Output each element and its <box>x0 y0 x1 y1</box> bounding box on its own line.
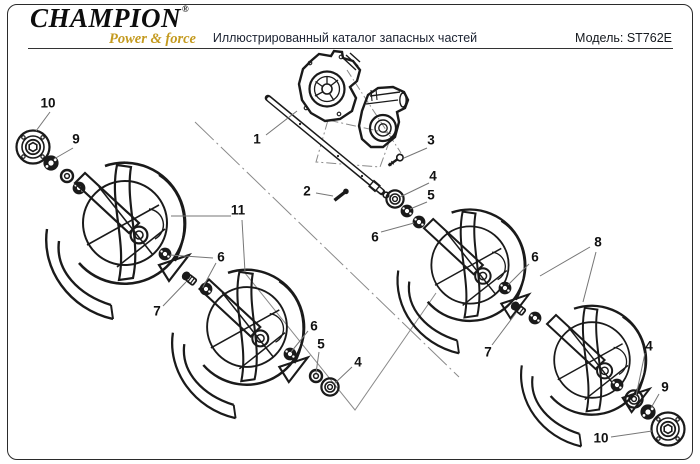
auger-right-inner <box>396 208 531 355</box>
nut <box>412 215 426 229</box>
leader-line <box>202 262 217 288</box>
callout-number: 5 <box>427 188 435 203</box>
drive-shaft <box>264 94 390 199</box>
leader-line <box>162 281 187 307</box>
bearing-flange-left <box>15 129 51 165</box>
washer <box>59 168 75 184</box>
leader-line <box>409 201 428 210</box>
leader-line <box>635 352 646 397</box>
page-border <box>7 4 693 460</box>
nut <box>528 311 542 325</box>
page-title: Иллюстрированный каталог запасных частей <box>212 31 478 45</box>
callout-number: 2 <box>303 184 311 199</box>
callout-number: 6 <box>217 250 225 265</box>
nut <box>610 378 624 392</box>
leader-line <box>53 147 74 160</box>
nut <box>199 282 213 296</box>
nut <box>283 347 297 361</box>
leader-line <box>290 330 309 353</box>
auger-left-outer <box>44 161 191 321</box>
brand-tagline: Power & force <box>109 31 196 47</box>
gearbox-half-left <box>297 49 362 123</box>
callout-number: 6 <box>531 250 539 265</box>
bearing-right <box>639 403 657 421</box>
flat-washer <box>385 189 405 209</box>
callout-number: 9 <box>72 132 80 147</box>
leader-line <box>315 192 334 197</box>
callout-number: 7 <box>153 304 161 319</box>
auger-left-inner <box>170 268 310 420</box>
nut <box>400 204 414 218</box>
gearbox-half-right <box>357 85 410 149</box>
model-label: Модель: ST762E <box>575 31 672 45</box>
callout-number: 4 <box>645 339 653 354</box>
leader-line <box>399 182 430 198</box>
champion-logo: CHAMPION® Power & force <box>30 5 200 47</box>
callout-number: 4 <box>429 169 437 184</box>
gearbox-housing <box>297 49 410 149</box>
callout-number: 7 <box>484 345 492 360</box>
auger-right-outer <box>519 304 651 448</box>
leader-line <box>491 312 517 346</box>
callout-number: 4 <box>354 355 362 370</box>
callout-number: 6 <box>371 230 379 245</box>
leader-line <box>333 366 353 385</box>
leader-line <box>380 222 415 233</box>
callout-number: 3 <box>427 133 435 148</box>
leader-line <box>169 254 214 259</box>
leader-line <box>539 246 591 277</box>
leader-line <box>315 351 320 374</box>
callout-number: 6 <box>310 319 318 334</box>
callout-layer: 10 9 1 2 3 4 5 6 11 6 7 6 5 4 8 6 7 4 9 10 <box>35 96 669 446</box>
leader-line <box>650 393 660 409</box>
leader-line <box>403 147 428 159</box>
shear-screw <box>331 185 352 205</box>
callout-number: 8 <box>594 235 602 250</box>
leader-line <box>582 251 597 303</box>
nut <box>158 247 172 261</box>
brand-name: CHAMPION® <box>30 3 190 33</box>
set-screw <box>385 151 406 170</box>
callout-number: 1 <box>253 132 261 147</box>
callout-number: 11 <box>231 203 246 218</box>
leader-line <box>35 111 51 132</box>
registered-mark: ® <box>182 4 190 14</box>
leader-line <box>265 110 298 136</box>
callout-number: 10 <box>593 431 608 446</box>
callout-number: 10 <box>40 96 55 111</box>
leader-line <box>507 263 530 286</box>
header-divider <box>28 48 673 49</box>
leader-line <box>610 430 653 438</box>
auger-bolt <box>179 268 199 288</box>
leader-line <box>241 219 246 273</box>
callout-number: 9 <box>661 380 669 395</box>
callout-number: 5 <box>317 337 325 352</box>
bearing-flange-right <box>650 411 686 447</box>
